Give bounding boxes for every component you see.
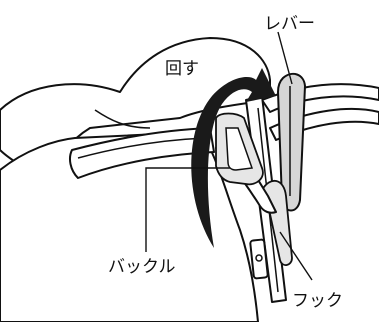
strap-band-inner [77, 137, 207, 159]
seat-fold-line [94, 109, 151, 129]
rotate-arrow [191, 68, 276, 248]
lever [276, 72, 307, 212]
frame-hole [255, 254, 263, 262]
label-lever: レバー [264, 14, 315, 34]
leader-buckle [145, 167, 230, 252]
leader-lever [277, 31, 293, 85]
label-buckle: バックル [108, 257, 176, 277]
buckle-window [225, 127, 254, 171]
leader-hook [279, 231, 313, 281]
label-hook: フック [292, 291, 343, 311]
frame-slot [249, 238, 269, 280]
label-rotate: 回す [165, 59, 199, 79]
